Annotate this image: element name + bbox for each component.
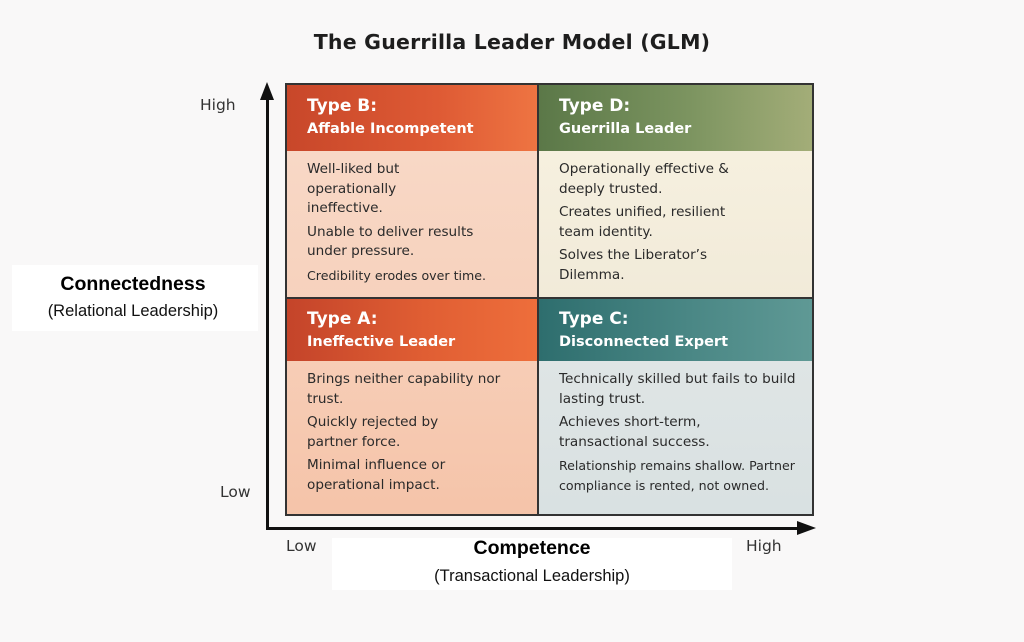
y-axis-title: Connectedness	[60, 273, 206, 295]
quadrant-type-c: Type C: Disconnected Expert Technically …	[539, 299, 812, 514]
quadrant-point: Minimal influence or operational impact.	[307, 457, 446, 493]
quadrant-type-b: Type B: Affable Incompetent Well-liked b…	[287, 85, 539, 299]
x-axis-label-background	[332, 538, 732, 590]
quadrant-header: Type A: Ineffective Leader	[287, 299, 537, 361]
quadrant-name: Guerrilla Leader	[559, 121, 692, 137]
x-axis-title: Competence	[473, 537, 591, 559]
quadrant-body: Well-liked but operationally ineffective…	[287, 151, 537, 297]
quadrant-point: Brings neither capability nor trust.	[307, 371, 501, 407]
arrow-up-icon	[260, 82, 274, 100]
x-axis-line	[266, 527, 801, 530]
quadrant-point: Credibility erodes over time.	[307, 267, 487, 283]
x-axis-high-label: High	[746, 537, 782, 555]
quadrant-type-label: Type D:	[559, 96, 631, 116]
quadrant-point: Unable to deliver results under pressure…	[307, 223, 474, 260]
quadrant-point: Solves the Liberator’s Dilemma.	[559, 247, 708, 283]
quadrant-type-d: Type D: Guerrilla Leader Operationally e…	[539, 85, 812, 299]
quadrant-header: Type B: Affable Incompetent	[287, 85, 537, 151]
quadrant-name: Disconnected Expert	[559, 334, 729, 350]
quadrant-point: Technically skilled but fails to build l…	[559, 371, 796, 407]
quadrant-header: Type C: Disconnected Expert	[539, 299, 812, 361]
quadrant-header: Type D: Guerrilla Leader	[539, 85, 812, 151]
quadrant-body: Operationally effective & deeply trusted…	[539, 151, 812, 297]
y-axis-low-label: Low	[220, 483, 251, 501]
x-axis-subtitle: (Transactional Leadership)	[434, 567, 630, 585]
quadrant-point: Operationally effective & deeply trusted…	[559, 161, 729, 197]
quadrant-point: Quickly rejected by partner force.	[307, 414, 439, 450]
quadrant-body: Technically skilled but fails to build l…	[539, 361, 812, 514]
arrow-right-icon	[797, 521, 816, 535]
x-axis-low-label: Low	[286, 537, 317, 555]
quadrant-point: Relationship remains shallow. Partner co…	[559, 458, 795, 493]
quadrant-grid: Type B: Affable Incompetent Well-liked b…	[285, 83, 814, 516]
quadrant-type-label: Type C:	[559, 309, 629, 329]
quadrant-name: Ineffective Leader	[307, 334, 456, 350]
y-axis-line	[266, 96, 269, 530]
quadrant-point: Well-liked but operationally ineffective…	[307, 161, 400, 216]
y-axis-high-label: High	[200, 96, 236, 114]
y-axis-label-background	[12, 265, 258, 331]
quadrant-body: Brings neither capability nor trust. Qui…	[287, 361, 537, 514]
quadrant-point: Achieves short-term, transactional succe…	[559, 414, 710, 450]
quadrant-type-label: Type A:	[307, 309, 378, 329]
diagram-title: The Guerrilla Leader Model (GLM)	[313, 30, 711, 54]
quadrant-name: Affable Incompetent	[307, 121, 474, 137]
y-axis-subtitle: (Relational Leadership)	[47, 302, 219, 320]
quadrant-point: Creates unified, resilient team identity…	[559, 204, 726, 240]
quadrant-type-a: Type A: Ineffective Leader Brings neithe…	[287, 299, 539, 514]
quadrant-type-label: Type B:	[307, 96, 378, 116]
